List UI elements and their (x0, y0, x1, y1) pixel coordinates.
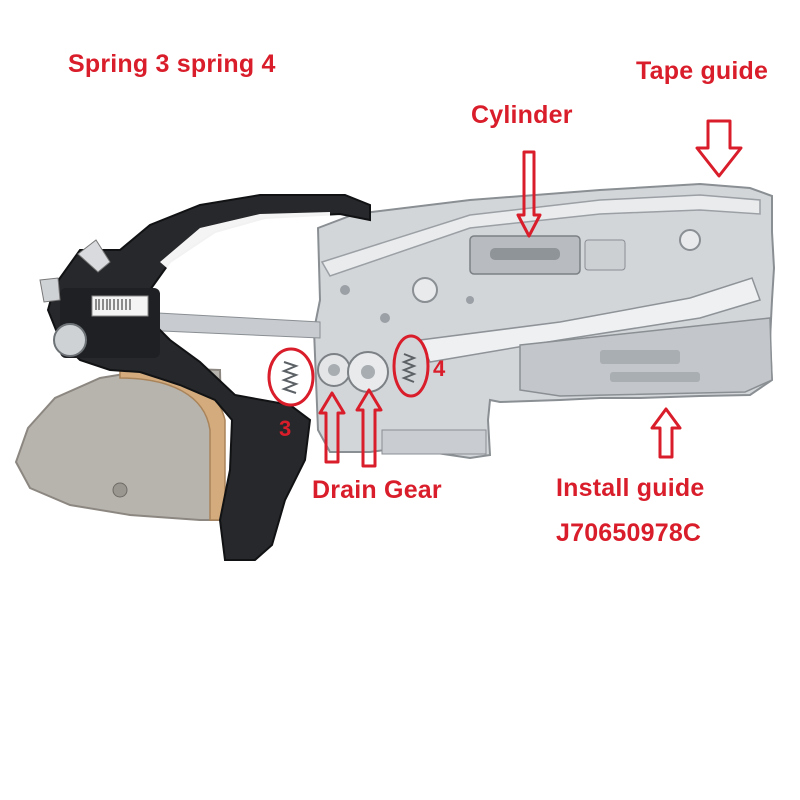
spring-3-circle-highlight-icon (267, 347, 315, 407)
front-clip (39, 277, 61, 303)
handle-arm (46, 194, 371, 561)
install-guide-arrow-up-icon (650, 407, 682, 459)
barcode-bars (95, 299, 131, 310)
body-screw (466, 296, 474, 304)
drain-gear-left-hub (328, 364, 340, 376)
upper-rail (320, 194, 761, 277)
spring-3-spring-4-label: Spring 3 spring 4 (68, 50, 276, 78)
left-rail (139, 311, 321, 339)
tape-channel (418, 277, 761, 363)
spring-4-number: 4 (433, 356, 446, 381)
body-screw (340, 285, 350, 295)
cylinder-arrow-down-icon (516, 150, 542, 238)
install-guide-label: Install guide (556, 474, 705, 502)
drain-gear-arrow-up-icon (318, 391, 346, 464)
head-knob (53, 323, 87, 357)
handle-grip-cutout (160, 212, 330, 275)
body-screw (380, 313, 390, 323)
frame-slot (600, 350, 680, 364)
spring-3 (281, 361, 299, 394)
drain-gear-right-hub (361, 365, 375, 379)
annotation-layer (267, 119, 743, 468)
latch-lever (77, 239, 111, 273)
reel-knob (112, 482, 128, 498)
tape-guide-label: Tape guide (636, 57, 769, 85)
spring-3-number: 3 (279, 416, 292, 441)
drain-gear-label: Drain Gear (312, 476, 442, 504)
cylinder-end (584, 239, 626, 271)
cylinder-label: Cylinder (471, 101, 573, 129)
barcode-sticker (91, 295, 149, 317)
cylinder-rod (490, 248, 560, 260)
spring-4 (401, 353, 417, 383)
part-number-label: J70650978C (556, 519, 702, 547)
body-hole (679, 229, 701, 251)
feeder-illustration (14, 182, 776, 561)
body-hole (412, 277, 438, 303)
tape-guide-arrow-down-icon (695, 119, 743, 178)
spring-4-circle-highlight-icon (392, 334, 430, 398)
frame-slot (610, 372, 700, 382)
drain-gear-arrow-up-icon (355, 388, 383, 468)
mount-foot (381, 429, 487, 455)
